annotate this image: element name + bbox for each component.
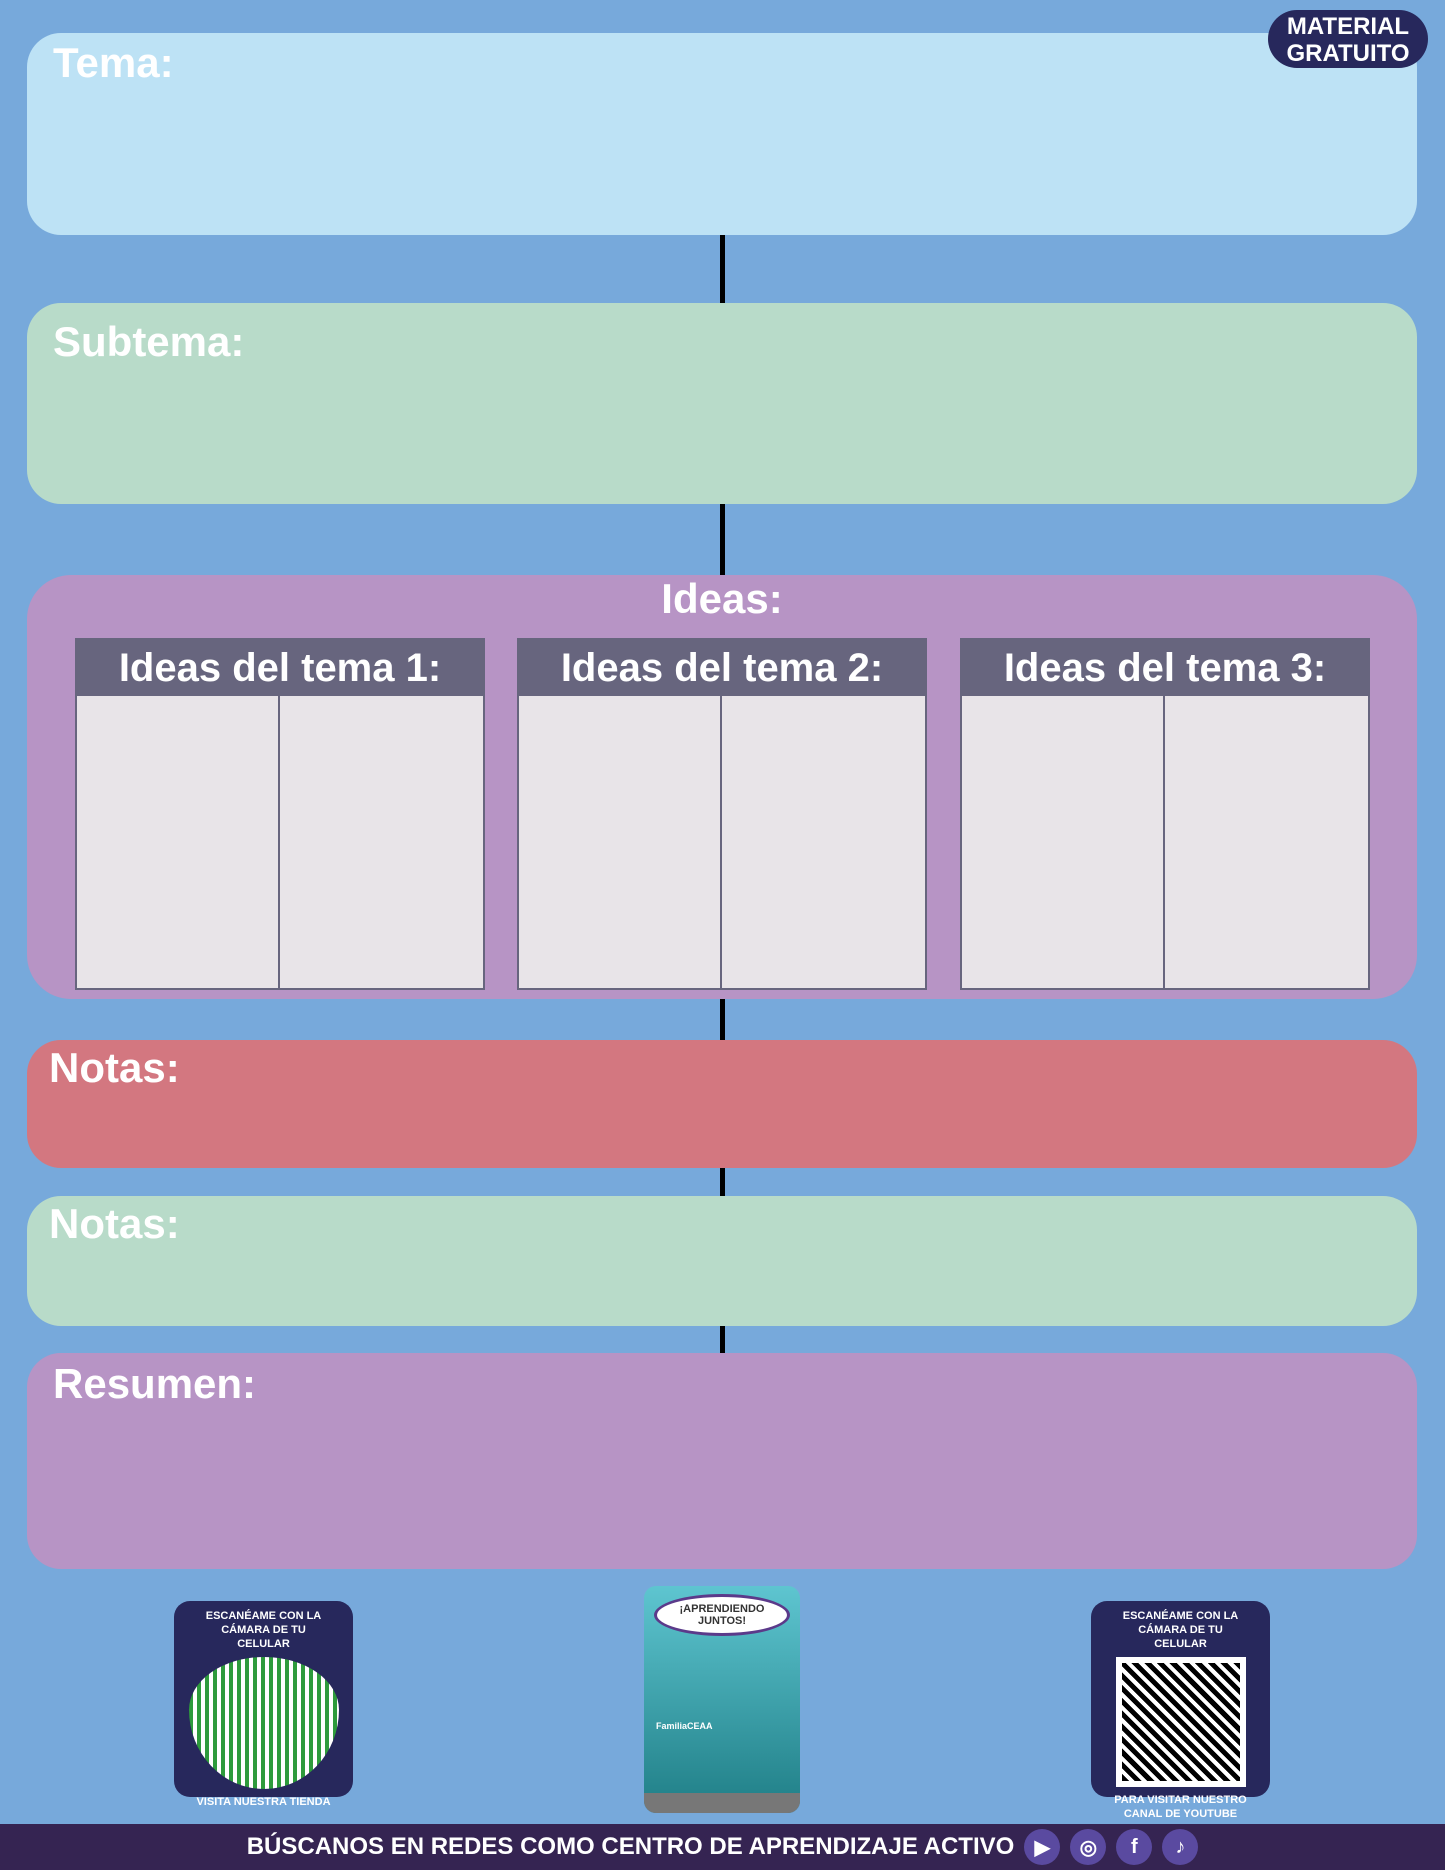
connector bbox=[720, 1168, 725, 1198]
ideas-cell[interactable] bbox=[77, 696, 280, 988]
ideas-table-header: Ideas del tema 2: bbox=[519, 640, 925, 696]
qr-caption: PARA VISITAR NUESTRO CANAL DE YOUTUBE bbox=[1114, 1794, 1247, 1820]
connector bbox=[720, 504, 725, 576]
handle-text: FamiliaCEAA bbox=[656, 1721, 713, 1731]
tiktok-icon[interactable]: ♪ bbox=[1162, 1829, 1199, 1865]
ideas-cell[interactable] bbox=[962, 696, 1165, 988]
ideas-table-3[interactable]: Ideas del tema 3: bbox=[960, 638, 1370, 990]
qr-store-card[interactable]: ESCANÉAME CON LA CÁMARA DE TU CELULAR VI… bbox=[174, 1601, 353, 1808]
heart-qr-code-icon bbox=[188, 1657, 339, 1789]
facebook-icon[interactable]: f bbox=[1116, 1829, 1153, 1865]
connector bbox=[720, 1326, 725, 1354]
ideas-table-1[interactable]: Ideas del tema 1: bbox=[75, 638, 485, 990]
notas-box-1[interactable]: Notas: bbox=[27, 1040, 1417, 1168]
ideas-table-header: Ideas del tema 3: bbox=[962, 640, 1368, 696]
footer-text: BÚSCANOS EN REDES COMO CENTRO DE APRENDI… bbox=[246, 1833, 1015, 1860]
phone-nav-bar bbox=[644, 1793, 800, 1813]
resumen-box[interactable]: Resumen: bbox=[27, 1353, 1417, 1569]
badge-line: GRATUITO bbox=[1286, 40, 1410, 67]
tiktok-promo-image: ¡APRENDIENDO JUNTOS! FamiliaCEAA bbox=[644, 1586, 800, 1813]
badge-line: MATERIAL bbox=[1286, 13, 1410, 40]
resumen-label: Resumen: bbox=[53, 1360, 257, 1407]
ideas-table-header: Ideas del tema 1: bbox=[77, 640, 483, 696]
connector bbox=[720, 235, 725, 305]
qr-youtube-card[interactable]: ESCANÉAME CON LA CÁMARA DE TU CELULAR PA… bbox=[1091, 1601, 1270, 1820]
tema-label: Tema: bbox=[53, 39, 174, 86]
subtema-label: Subtema: bbox=[53, 318, 245, 365]
ideas-label: Ideas: bbox=[661, 575, 783, 622]
instagram-icon[interactable]: ◎ bbox=[1070, 1829, 1107, 1865]
notas-label: Notas: bbox=[49, 1044, 180, 1091]
qr-code-icon bbox=[1115, 1657, 1246, 1787]
notas-label: Notas: bbox=[49, 1200, 180, 1247]
qr-caption: ESCANÉAME CON LA CÁMARA DE TU CELULAR bbox=[1122, 1610, 1239, 1650]
tema-box[interactable]: Tema: bbox=[27, 33, 1417, 235]
youtube-icon[interactable]: ▶ bbox=[1024, 1829, 1061, 1865]
speech-bubble: ¡APRENDIENDO JUNTOS! bbox=[654, 1594, 790, 1636]
connector bbox=[720, 999, 725, 1041]
qr-caption: ESCANÉAME CON LA CÁMARA DE TU CELULAR bbox=[205, 1610, 322, 1650]
footer-bar: BÚSCANOS EN REDES COMO CENTRO DE APRENDI… bbox=[0, 1824, 1445, 1870]
notas-box-2[interactable]: Notas: bbox=[27, 1196, 1417, 1326]
subtema-box[interactable]: Subtema: bbox=[27, 303, 1417, 504]
ideas-table-2[interactable]: Ideas del tema 2: bbox=[517, 638, 927, 990]
qr-caption: VISITA NUESTRA TIENDA bbox=[196, 1796, 331, 1808]
ideas-cell[interactable] bbox=[519, 696, 722, 988]
